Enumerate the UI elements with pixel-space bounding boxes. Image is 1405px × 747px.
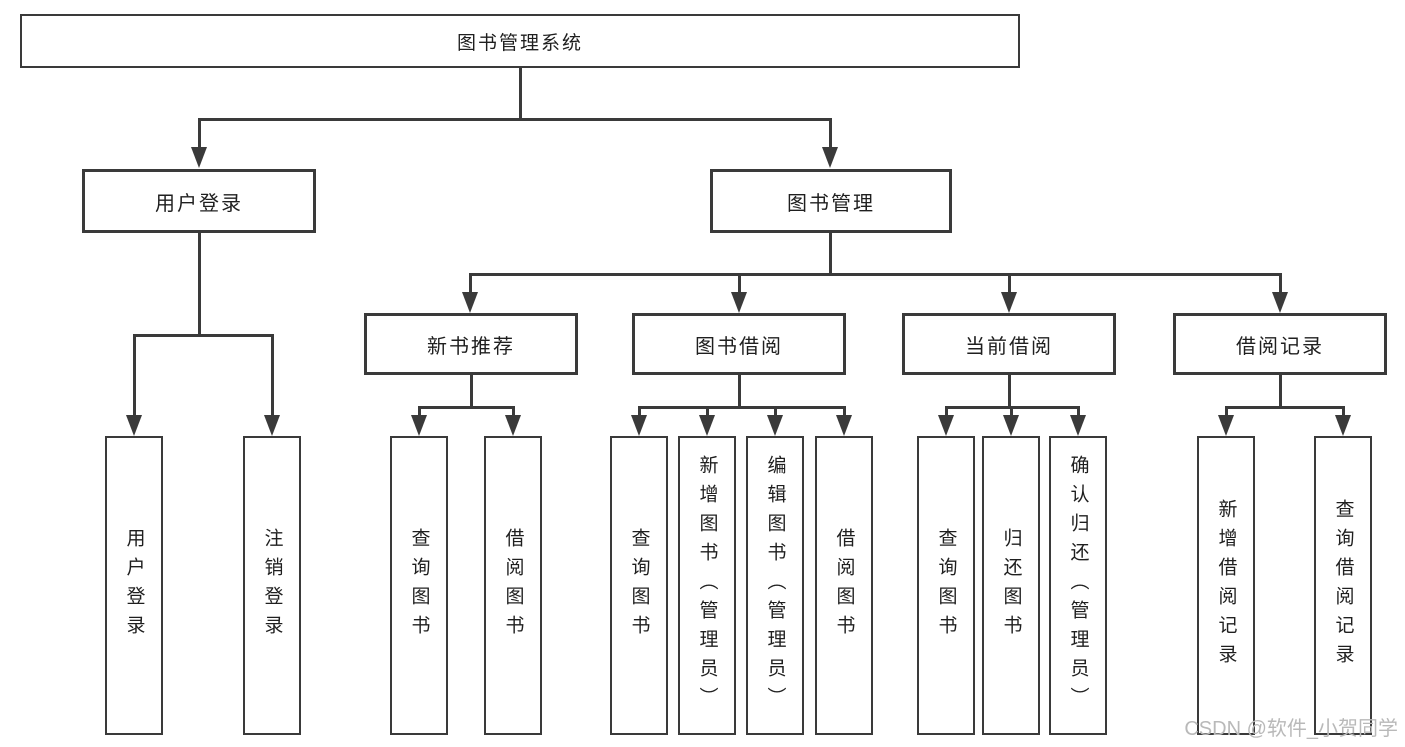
arrow-down-icon xyxy=(191,147,207,168)
leaf-label: 新增图书（管理员） xyxy=(696,455,718,716)
arrow-down-icon xyxy=(767,415,783,436)
connector-line xyxy=(1010,406,1013,418)
arrow-down-icon xyxy=(822,147,838,168)
connector-line xyxy=(1077,406,1080,418)
connector-line xyxy=(738,273,741,293)
connector-line xyxy=(1008,273,1011,293)
arrow-down-icon xyxy=(731,292,747,313)
arrow-down-icon xyxy=(631,415,647,436)
connector-line xyxy=(638,406,846,409)
node-label: 图书管理系统 xyxy=(456,32,583,54)
leaf-borrow-books-recommend: 借阅图书 xyxy=(484,436,542,735)
leaf-query-books-recommend: 查询图书 xyxy=(390,436,448,735)
arrow-down-icon xyxy=(264,415,280,436)
connector-line xyxy=(829,118,832,148)
arrow-down-icon xyxy=(126,415,142,436)
connector-line xyxy=(1225,406,1345,409)
leaf-borrow-books-borrow: 借阅图书 xyxy=(815,436,873,735)
connector-line xyxy=(1279,273,1282,293)
arrow-down-icon xyxy=(462,292,478,313)
connector-line xyxy=(470,375,473,408)
node-root: 图书管理系统 xyxy=(20,14,1020,68)
leaf-label: 借阅图书 xyxy=(502,527,524,644)
connector-line xyxy=(706,406,709,418)
connector-line xyxy=(843,406,846,418)
node-label: 借阅记录 xyxy=(1236,335,1324,358)
leaf-logout: 注销登录 xyxy=(243,436,301,735)
leaf-return-book: 归还图书 xyxy=(982,436,1040,735)
node-current-borrow: 当前借阅 xyxy=(902,313,1116,375)
arrow-down-icon xyxy=(1070,415,1086,436)
leaf-label: 查询图书 xyxy=(408,527,430,644)
connector-line xyxy=(133,334,136,416)
leaf-edit-book-admin: 编辑图书（管理员） xyxy=(746,436,804,735)
leaf-user-login: 用户登录 xyxy=(105,436,163,735)
connector-line xyxy=(418,406,421,418)
connector-line xyxy=(1342,406,1345,418)
connector-line xyxy=(519,68,522,120)
arrow-down-icon xyxy=(1003,415,1019,436)
leaf-add-borrow-record: 新增借阅记录 xyxy=(1197,436,1255,735)
node-label: 当前借阅 xyxy=(965,335,1053,358)
connector-line xyxy=(512,406,515,418)
leaf-label: 查询图书 xyxy=(935,527,957,644)
connector-line xyxy=(469,273,472,293)
leaf-label: 查询图书 xyxy=(628,527,650,644)
leaf-label: 用户登录 xyxy=(123,527,145,644)
arrow-down-icon xyxy=(505,415,521,436)
node-new-book-recommend: 新书推荐 xyxy=(364,313,578,375)
node-label: 用户登录 xyxy=(155,192,243,215)
leaf-query-books-borrow: 查询图书 xyxy=(610,436,668,735)
connector-line xyxy=(1008,375,1011,408)
connector-line xyxy=(829,233,832,275)
connector-line xyxy=(198,233,201,336)
connector-line xyxy=(469,273,1282,276)
connector-line xyxy=(418,406,515,409)
connector-line xyxy=(133,334,274,337)
connector-line xyxy=(638,406,641,418)
connector-line xyxy=(198,118,832,121)
leaf-confirm-return-admin: 确认归还（管理员） xyxy=(1049,436,1107,735)
connector-line xyxy=(1225,406,1228,418)
arrow-down-icon xyxy=(1335,415,1351,436)
arrow-down-icon xyxy=(1218,415,1234,436)
leaf-label: 注销登录 xyxy=(261,527,283,644)
leaf-add-book-admin: 新增图书（管理员） xyxy=(678,436,736,735)
node-user-login: 用户登录 xyxy=(82,169,316,233)
leaf-label: 新增借阅记录 xyxy=(1215,498,1237,673)
connector-line xyxy=(945,406,948,418)
arrow-down-icon xyxy=(1001,292,1017,313)
node-label: 新书推荐 xyxy=(427,335,515,358)
watermark-text: CSDN @软件_小贺同学 xyxy=(1184,718,1398,740)
leaf-label: 查询借阅记录 xyxy=(1332,498,1354,673)
leaf-label: 确认归还（管理员） xyxy=(1067,455,1089,716)
arrow-down-icon xyxy=(1272,292,1288,313)
node-book-management: 图书管理 xyxy=(710,169,952,233)
arrow-down-icon xyxy=(836,415,852,436)
arrow-down-icon xyxy=(699,415,715,436)
arrow-down-icon xyxy=(938,415,954,436)
leaf-query-borrow-record: 查询借阅记录 xyxy=(1314,436,1372,735)
arrow-down-icon xyxy=(411,415,427,436)
node-borrow-records: 借阅记录 xyxy=(1173,313,1387,375)
connector-line xyxy=(1279,375,1282,408)
node-label: 图书借阅 xyxy=(695,335,783,358)
connector-line xyxy=(738,375,741,408)
connector-line xyxy=(271,334,274,416)
leaf-label: 归还图书 xyxy=(1000,527,1022,644)
leaf-label: 借阅图书 xyxy=(833,527,855,644)
connector-line xyxy=(774,406,777,418)
node-book-borrow: 图书借阅 xyxy=(632,313,846,375)
node-label: 图书管理 xyxy=(787,192,875,215)
connector-line xyxy=(198,118,201,148)
leaf-label: 编辑图书（管理员） xyxy=(764,455,786,716)
leaf-query-books-current: 查询图书 xyxy=(917,436,975,735)
